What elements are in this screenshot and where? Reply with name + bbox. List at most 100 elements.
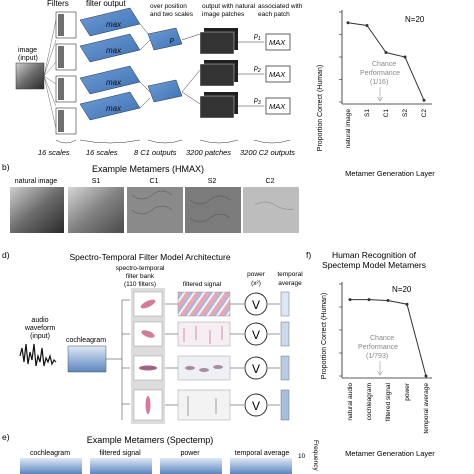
chart-f: f) Human Recognition of Spectemp Model M… xyxy=(306,250,435,458)
power-nodes xyxy=(244,292,268,417)
s2-desc-line1: output with natural xyxy=(202,3,256,10)
c2-desc-line1: associated with xyxy=(258,3,303,10)
chart-f-xlabel: Metamer Generation Layer xyxy=(345,449,435,458)
spectemp-cochleagram-image xyxy=(20,458,82,474)
patch-p2: p2 xyxy=(253,65,261,74)
label-patches: 3200 patches xyxy=(186,148,231,157)
power-label-2: (x²) xyxy=(251,280,261,287)
chart-c-point-2 xyxy=(384,51,388,54)
chart-c: Proportion Correct (Human) natural image… xyxy=(317,10,435,178)
power-label-1: power xyxy=(247,271,266,278)
c2-desc-line2: each patch xyxy=(258,11,290,18)
audio-label-2: waveform xyxy=(24,325,56,332)
chart-c-y-ticks xyxy=(339,11,342,103)
panel-b: b) Example Metamers (HMAX) natural image… xyxy=(2,162,299,233)
max-label-2: max xyxy=(106,46,122,55)
input-image-thumbnail xyxy=(15,62,45,90)
input-fan-lines xyxy=(43,19,57,129)
chart-f-title-2: Spectemp Model Metamers xyxy=(322,260,426,270)
chart-f-chance-2: Performance xyxy=(358,344,398,351)
chart-c-point-3 xyxy=(403,55,407,59)
chart-f-point-0 xyxy=(348,298,352,302)
chart-c-xtick-4: C2 xyxy=(421,109,428,118)
c2-arrows xyxy=(238,41,264,107)
chart-f-xtick-1: cochleagram xyxy=(366,383,373,420)
chart-c-point-1 xyxy=(365,24,369,27)
filtered-signal-label: filtered signal xyxy=(183,281,222,288)
chart-f-y-ticks xyxy=(339,283,342,377)
chart-f-point-3 xyxy=(405,302,409,306)
power-v-2: V xyxy=(252,328,260,342)
c1-planes: p xyxy=(147,27,183,103)
panel-e-title: Example Metamers (Spectemp) xyxy=(87,435,214,445)
chart-f-title-1: Human Recognition of xyxy=(332,250,417,260)
metamer-texture-marks xyxy=(131,190,294,223)
panel-d-title: Spectro-Temporal Filter Model Architectu… xyxy=(69,252,230,262)
panel-e-label-0: cochleagram xyxy=(30,450,70,457)
label-c1-outputs: 8 C1 outputs xyxy=(134,148,177,157)
panel-e-side-label: Frequency xyxy=(312,440,319,471)
chart-f-point-1 xyxy=(367,298,371,302)
chart-c-chance-3: (1/16) xyxy=(370,79,388,86)
filtered-signals xyxy=(177,291,231,421)
spectemp-power-image xyxy=(160,458,222,474)
panel-e-label-2: power xyxy=(180,450,200,457)
patch-p1: p1 xyxy=(253,33,261,42)
s2-arrows xyxy=(181,33,201,105)
chart-c-point-0 xyxy=(346,21,350,25)
audio-label-3: (input) xyxy=(30,333,50,340)
chart-f-n-label: N=20 xyxy=(392,285,412,294)
power-v-3: V xyxy=(252,362,260,376)
s2-stacks xyxy=(199,28,238,119)
power-v-4: V xyxy=(252,399,260,413)
panel-b-letter: b) xyxy=(2,162,10,172)
panel-b-label-4: C2 xyxy=(266,178,275,185)
chart-c-point-4 xyxy=(422,98,426,102)
tiger-natural-image xyxy=(10,187,64,233)
panel-b-label-2: C1 xyxy=(150,178,159,185)
chart-c-ylabel: Proportion Correct (Human) xyxy=(317,65,324,151)
chart-c-chance-2: Performance xyxy=(360,70,400,77)
s1-output-planes: max max max max xyxy=(79,7,141,121)
max-box-3: MAX xyxy=(269,102,286,111)
chart-f-chance-3: (1/793) xyxy=(366,353,388,360)
chart-c-xtick-2: C1 xyxy=(383,109,390,118)
chart-f-points xyxy=(348,298,428,378)
tiger-c1-metamer xyxy=(127,187,183,233)
panel-d-letter: d) xyxy=(2,250,10,260)
c1-desc-line1: over position xyxy=(150,3,187,10)
panel-e: e) Example Metamers (Spectemp) cochleagr… xyxy=(2,432,319,474)
filter-stack-3 xyxy=(55,75,77,103)
patch-p3: p3 xyxy=(253,97,261,106)
panel-e-tick: 10 xyxy=(298,453,306,460)
panel-b-label-3: S2 xyxy=(208,178,217,185)
chart-c-n-label: N=20 xyxy=(405,15,425,24)
chart-c-xtick-0: natural image xyxy=(345,109,352,149)
c1-patch-p: p xyxy=(169,37,174,44)
max-label-1: max xyxy=(106,20,122,29)
panel-e-label-1: filtered signal xyxy=(99,450,141,457)
s2-desc-line2: image patches xyxy=(202,11,245,18)
temporal-average-bars xyxy=(280,291,290,421)
tiger-s2-metamer xyxy=(185,187,241,233)
panel-d: d) Spectro-Temporal Filter Model Archite… xyxy=(2,250,303,424)
label-16-scales-1: 16 scales xyxy=(38,148,70,157)
filter-stack-2 xyxy=(55,43,77,71)
chart-f-xtick-4: temporal average xyxy=(423,383,430,434)
max-box-1: MAX xyxy=(269,38,286,47)
spectemp-temporal-image xyxy=(230,458,292,474)
tiger-c2-metamer xyxy=(243,187,299,233)
panel-e-label-3: temporal average xyxy=(235,450,290,457)
chart-f-ylabel: Proportion Correct (Human) xyxy=(321,293,328,379)
chart-f-letter: f) xyxy=(306,250,311,260)
max-label-3: max xyxy=(106,78,122,87)
audio-waveform xyxy=(19,343,57,367)
audio-label-1: audio xyxy=(31,317,48,324)
filterbank-connections xyxy=(106,299,130,420)
filterbank-label-2: filter bank xyxy=(126,273,155,280)
bottom-braces xyxy=(55,139,291,144)
chart-c-xtick-1: S1 xyxy=(364,109,371,117)
power-v-1: V xyxy=(252,298,260,312)
temporal-label-2: average xyxy=(278,280,302,287)
